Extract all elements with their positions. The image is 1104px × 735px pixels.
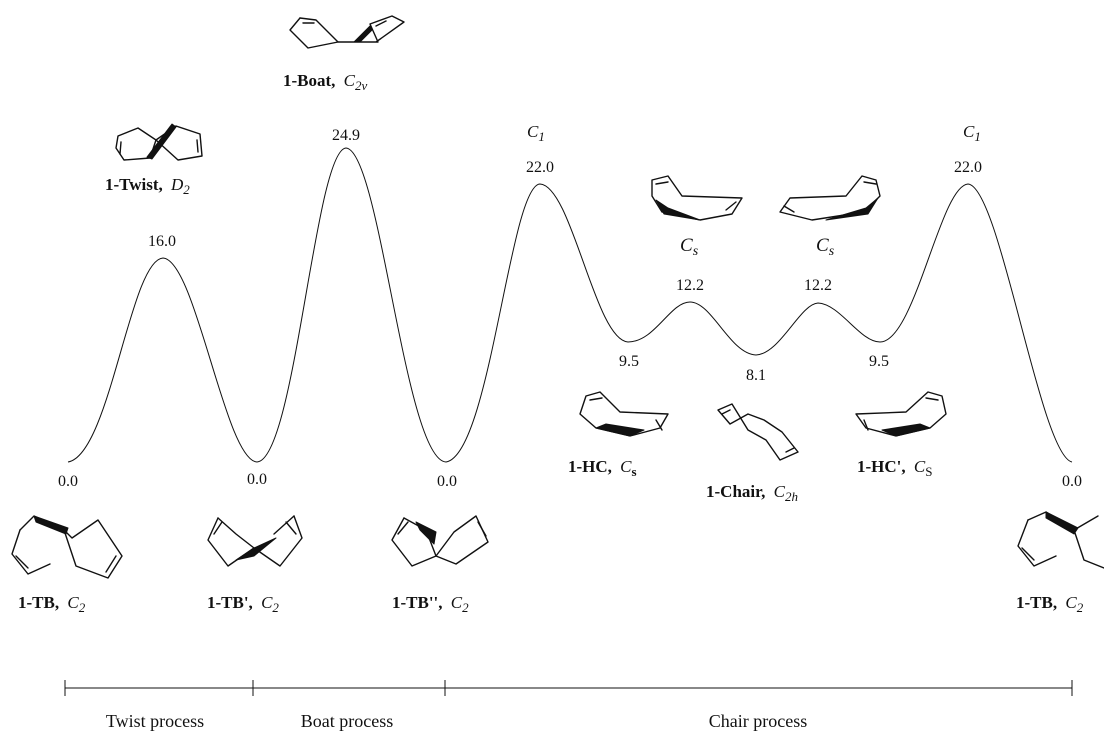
label-cs-right: Cs [816, 235, 835, 259]
process-boat: Boat process [301, 711, 393, 731]
hc-structure [579, 391, 669, 437]
boat-structure [289, 15, 405, 49]
label-tb-dprime: 1-TB'', C2 [392, 593, 469, 615]
value-c1-left-ts: 22.0 [526, 159, 554, 176]
label-hc-prime: 1-HC', CS [857, 457, 932, 479]
energy-curve [67, 147, 1073, 463]
label-tb-prime: 1-TB', C2 [207, 593, 279, 615]
label-cs-left: Cs [680, 235, 699, 259]
cs-right-structure [779, 175, 881, 221]
label-chair: 1-Chair, C2h [706, 482, 798, 504]
label-c1-right: C1 [963, 122, 981, 144]
value-cs-right-ts: 12.2 [804, 277, 832, 294]
hc-prime-structure [855, 391, 947, 437]
value-tb-dprime: 0.0 [437, 473, 457, 490]
value-tb1-right: 0.0 [1062, 473, 1082, 490]
value-hc-prime: 9.5 [869, 353, 889, 370]
value-c1-right-ts: 22.0 [954, 159, 982, 176]
tb-right-structure [1017, 511, 1104, 569]
value-tb1-left: 0.0 [58, 473, 78, 490]
value-twist-ts: 16.0 [148, 233, 176, 250]
process-twist: Twist process [106, 711, 204, 731]
label-tb-right: 1-TB, C2 [1016, 593, 1084, 615]
label-hc: 1-HC, Cs [568, 457, 637, 479]
tb-prime-structure [207, 515, 303, 567]
cs-left-structure [651, 175, 743, 221]
label-c1-left: C1 [527, 122, 545, 144]
chair-structure [717, 403, 799, 461]
label-tb: 1-TB, C2 [18, 593, 86, 615]
label-twist: 1-Twist, D2 [105, 175, 190, 197]
value-chair: 8.1 [746, 367, 766, 384]
twist-structure [115, 123, 203, 161]
tb-dprime-structure [391, 515, 489, 567]
tb-left-structure [11, 515, 123, 579]
label-boat: 1-Boat, C2v [283, 71, 368, 93]
value-tb-prime: 0.0 [247, 471, 267, 488]
process-chair: Chair process [709, 711, 807, 731]
value-hc: 9.5 [619, 353, 639, 370]
value-boat-ts: 24.9 [332, 127, 360, 144]
value-cs-left-ts: 12.2 [676, 277, 704, 294]
process-bar [64, 680, 1073, 696]
